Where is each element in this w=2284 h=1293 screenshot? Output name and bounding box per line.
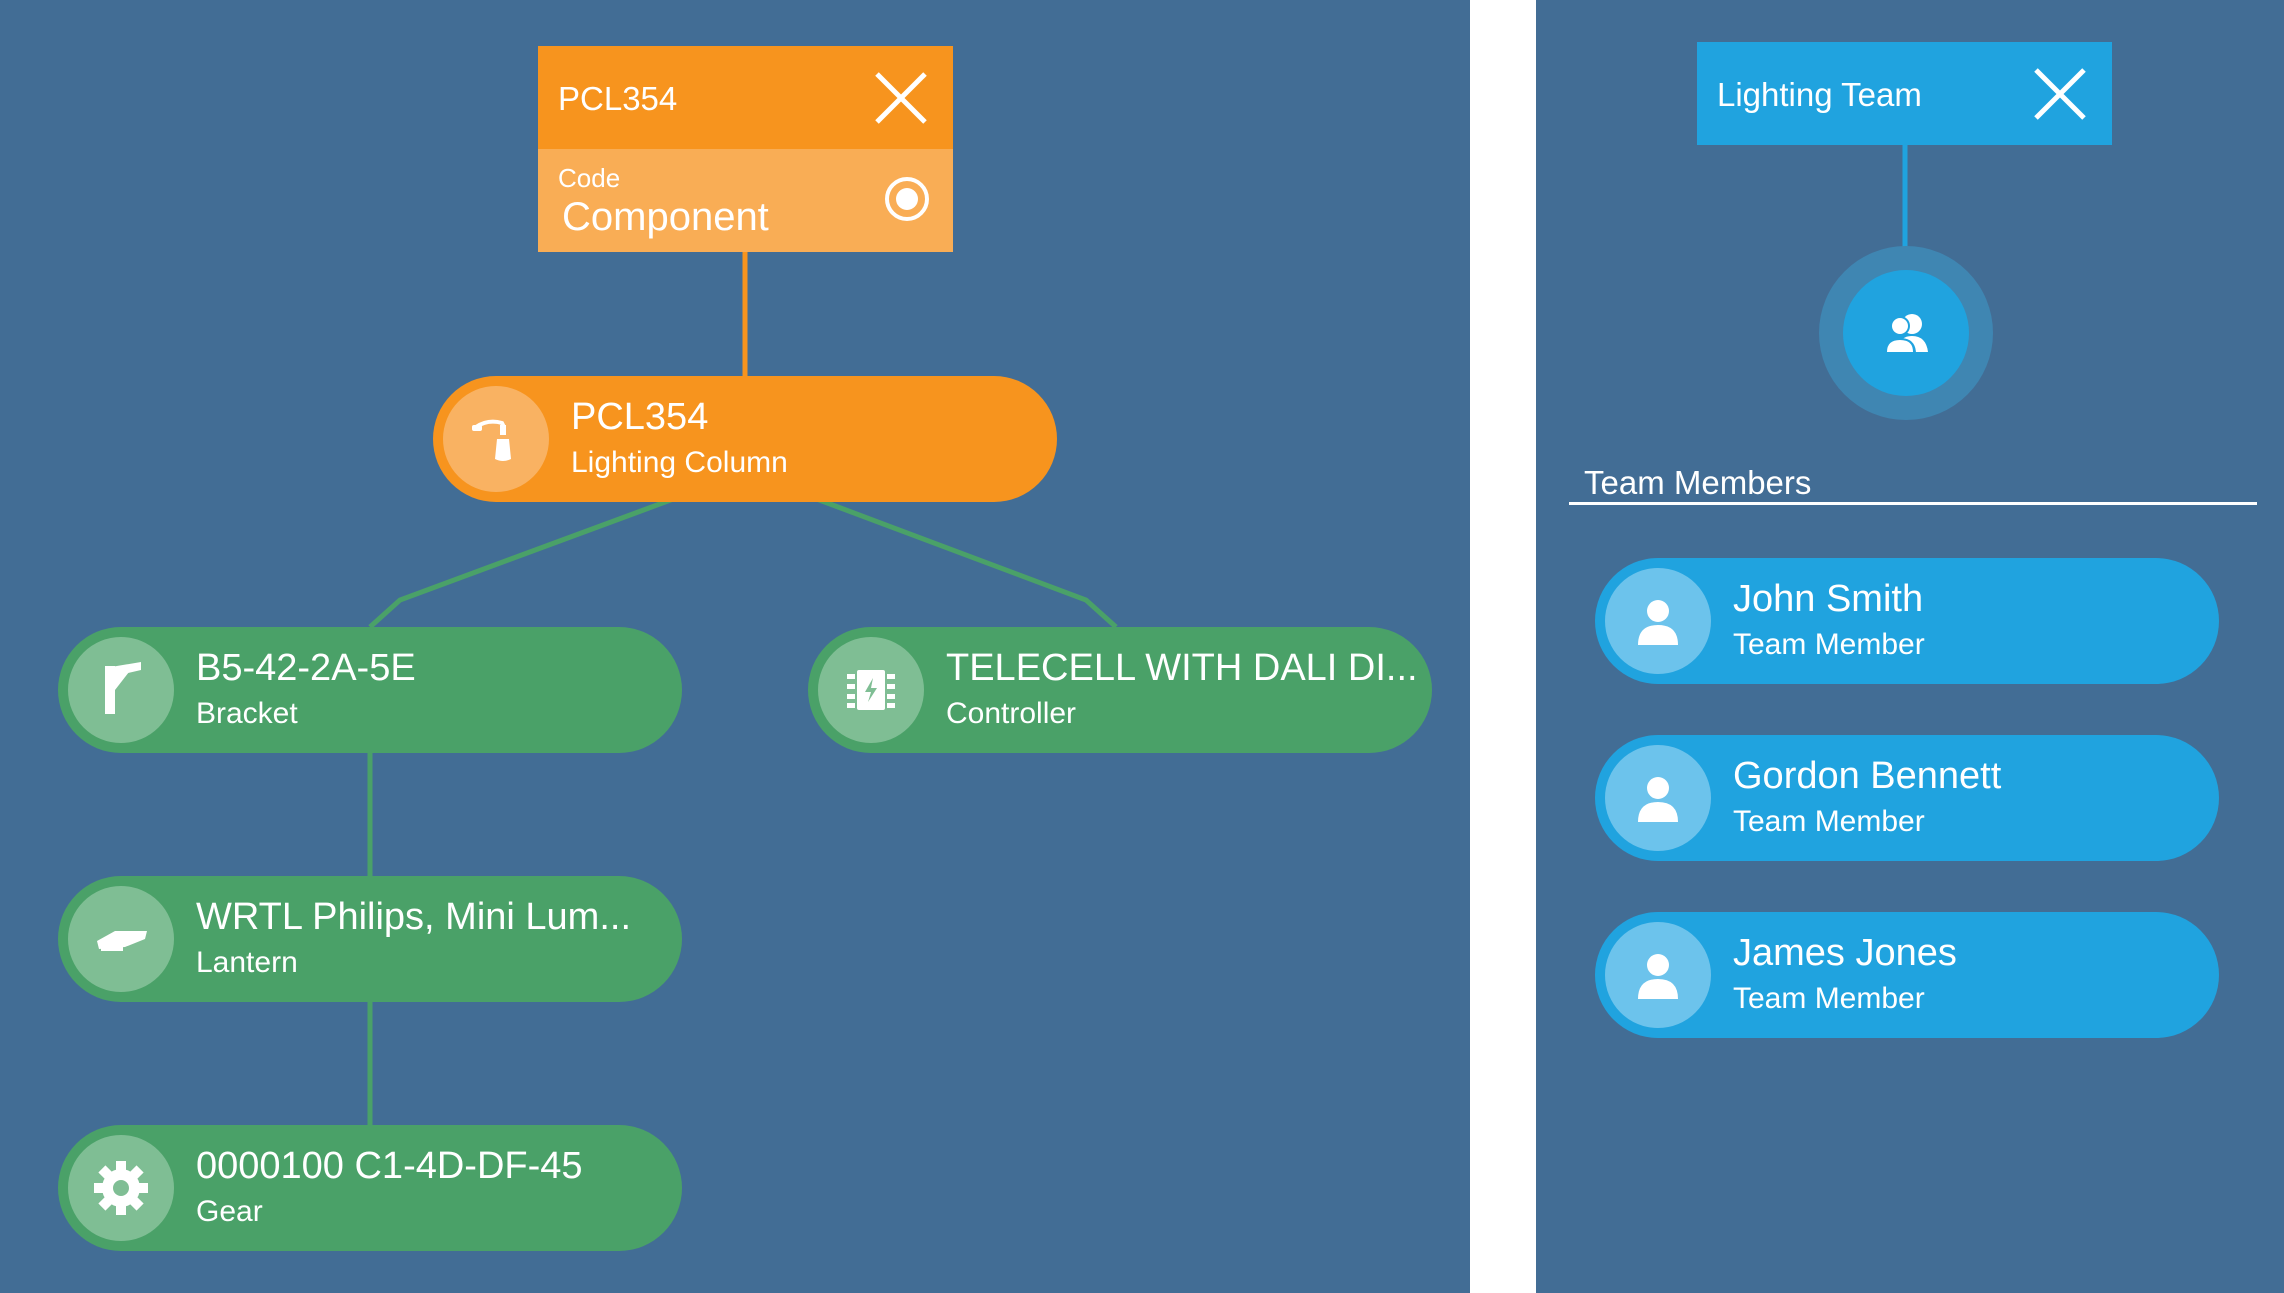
- member-role: Team Member: [1733, 982, 1925, 1015]
- code-radio-button[interactable]: [885, 177, 929, 221]
- code-value: Component: [562, 195, 769, 239]
- section-divider: [1569, 502, 2257, 505]
- person-icon: [1605, 568, 1711, 674]
- team-node[interactable]: [1819, 246, 1993, 420]
- node-type: Lantern: [196, 946, 298, 979]
- code-label: Code: [558, 163, 621, 193]
- radio-selected-dot: [896, 188, 918, 210]
- team-member-james-jones[interactable]: James Jones Team Member: [1595, 912, 2219, 1038]
- member-name: John Smith: [1733, 578, 1924, 620]
- tree-node-lighting-column[interactable]: PCL354 Lighting Column: [433, 376, 1057, 502]
- node-type: Gear: [196, 1195, 263, 1228]
- connector-root-to-bracket: [368, 495, 677, 629]
- component-tree-panel: PCL354 Code Component: [0, 0, 1470, 1293]
- team-members-heading: Team Members: [1584, 464, 1812, 501]
- team-icon: [1843, 270, 1969, 396]
- node-type: Lighting Column: [571, 446, 788, 479]
- component-code-card: PCL354 Code Component: [538, 46, 953, 252]
- team-member-gordon-bennett[interactable]: Gordon Bennett Team Member: [1595, 735, 2219, 861]
- member-name: Gordon Bennett: [1733, 755, 2002, 797]
- node-type: Bracket: [196, 697, 298, 730]
- node-name: 0000100 C1-4D-DF-45: [196, 1145, 583, 1187]
- member-role: Team Member: [1733, 628, 1925, 661]
- tree-connectors: [367, 252, 1118, 1125]
- gear-icon: [68, 1135, 174, 1241]
- lantern-icon: [68, 886, 174, 992]
- code-card-body: Code Component: [538, 149, 953, 252]
- node-name: WRTL Philips, Mini Lum...: [196, 896, 631, 938]
- code-card-header: PCL354: [538, 46, 953, 149]
- close-icon: [875, 72, 927, 124]
- close-component-button[interactable]: [873, 70, 929, 126]
- lighting-column-icon: [443, 386, 549, 492]
- close-team-button[interactable]: [2032, 66, 2088, 122]
- tree-node-lantern[interactable]: WRTL Philips, Mini Lum... Lantern: [58, 876, 682, 1002]
- team-member-john-smith[interactable]: John Smith Team Member: [1595, 558, 2219, 684]
- close-icon: [2034, 68, 2086, 120]
- node-type: Controller: [946, 697, 1077, 730]
- node-name: B5-42-2A-5E: [196, 647, 416, 689]
- person-icon: [1605, 922, 1711, 1028]
- tree-node-gear[interactable]: 0000100 C1-4D-DF-45 Gear: [58, 1125, 682, 1251]
- member-role: Team Member: [1733, 805, 1925, 838]
- team-card-title: Lighting Team: [1717, 76, 1922, 113]
- tree-node-controller[interactable]: TELECELL WITH DALI DI... Controller: [808, 627, 1432, 753]
- connector-root-to-controller: [813, 495, 1118, 629]
- tree-node-bracket[interactable]: B5-42-2A-5E Bracket: [58, 627, 682, 753]
- team-panel: Lighting Team Team Members: [1536, 0, 2284, 1293]
- person-icon: [1605, 745, 1711, 851]
- team-connector: [1902, 145, 1908, 250]
- node-name: TELECELL WITH DALI DI...: [946, 647, 1418, 689]
- team-card: Lighting Team: [1697, 42, 2112, 145]
- code-card-title: PCL354: [558, 80, 678, 117]
- bracket-icon: [68, 637, 174, 743]
- node-name: PCL354: [571, 396, 709, 438]
- controller-chip-icon: [818, 637, 924, 743]
- member-name: James Jones: [1733, 932, 1957, 974]
